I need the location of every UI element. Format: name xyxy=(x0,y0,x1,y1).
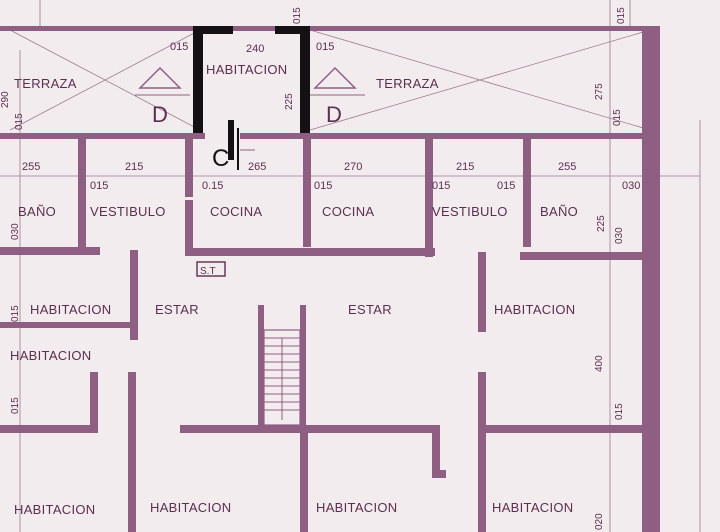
room-habitacion-left-mid: HABITACION xyxy=(10,348,92,363)
dim-top-015-center: 015 xyxy=(292,7,303,24)
dim-right-275: 275 xyxy=(594,83,605,100)
room-bano-right: BAÑO xyxy=(540,204,578,219)
room-estar-left: ESTAR xyxy=(155,302,199,317)
outer-walls xyxy=(0,26,660,532)
dim-left-290: 290 xyxy=(0,91,11,108)
dim-row-015-d: 015 xyxy=(432,180,450,192)
staircase xyxy=(263,329,301,426)
room-habitacion-bottom-2: HABITACION xyxy=(150,500,232,515)
dim-left-015: 015 xyxy=(14,113,25,130)
room-habitacion-bottom-1: HABITACION xyxy=(14,502,96,517)
stair-label: S.T xyxy=(200,266,216,277)
dim-row-015-c: 015 xyxy=(314,180,332,192)
dim-side-015-left-lower: 015 xyxy=(10,397,21,414)
dim-row-215-right: 215 xyxy=(456,161,474,173)
dim-side-020-bottom: 020 xyxy=(594,513,605,530)
dim-top-015-right: 015 xyxy=(316,41,334,53)
room-habitacion-bottom-4: HABITACION xyxy=(492,500,574,515)
dim-row-255-left: 255 xyxy=(22,161,40,173)
dim-row-015-b: 0.15 xyxy=(202,180,223,192)
dim-side-225-right: 225 xyxy=(596,215,607,232)
stair-label-box xyxy=(196,261,226,277)
dim-row-265: 265 xyxy=(248,161,266,173)
dim-top-015-far: 015 xyxy=(616,7,627,24)
dim-side-030-right: 030 xyxy=(614,227,625,244)
room-cocina-right: COCINA xyxy=(322,204,374,219)
room-habitacion-right-upper: HABITACION xyxy=(494,302,576,317)
dim-right-015: 015 xyxy=(612,109,623,126)
section-marker-d-left: D xyxy=(152,102,168,127)
dim-side-400: 400 xyxy=(594,355,605,372)
dim-row-015-a: 015 xyxy=(90,180,108,192)
dim-side-030-left: 030 xyxy=(10,223,21,240)
room-terraza-left: TERRAZA xyxy=(14,76,77,91)
dim-row-215-left: 215 xyxy=(125,161,143,173)
dim-row-030: 030 xyxy=(622,180,640,192)
section-marker-c xyxy=(237,128,255,170)
dim-top-240: 240 xyxy=(246,43,264,55)
interior-walls xyxy=(0,137,648,532)
dim-row-015-e: 015 xyxy=(497,180,515,192)
dim-row-255-right: 255 xyxy=(558,161,576,173)
section-marker-d-right: D xyxy=(326,102,342,127)
room-habitacion-bottom-3: HABITACION xyxy=(316,500,398,515)
room-bano-left: BAÑO xyxy=(18,204,56,219)
room-cocina-left: COCINA xyxy=(210,204,262,219)
room-estar-right: ESTAR xyxy=(348,302,392,317)
dim-row-270: 270 xyxy=(344,161,362,173)
room-vestibulo-left: VESTIBULO xyxy=(90,204,166,219)
dim-side-015-right-lower: 015 xyxy=(614,403,625,420)
dim-side-015-left-mid: 015 xyxy=(10,305,21,322)
room-terraza-right: TERRAZA xyxy=(376,76,439,91)
room-habitacion-top: HABITACION xyxy=(206,62,288,77)
section-marker-c-label: C xyxy=(212,145,229,172)
section-marker-left xyxy=(135,66,190,96)
section-marker-right xyxy=(310,66,365,96)
top-habitacion-walls xyxy=(193,26,310,160)
room-vestibulo-right: VESTIBULO xyxy=(432,204,508,219)
dim-mid-225: 225 xyxy=(284,93,295,110)
room-habitacion-left-upper: HABITACION xyxy=(30,302,112,317)
dim-top-015-left: 015 xyxy=(170,41,188,53)
